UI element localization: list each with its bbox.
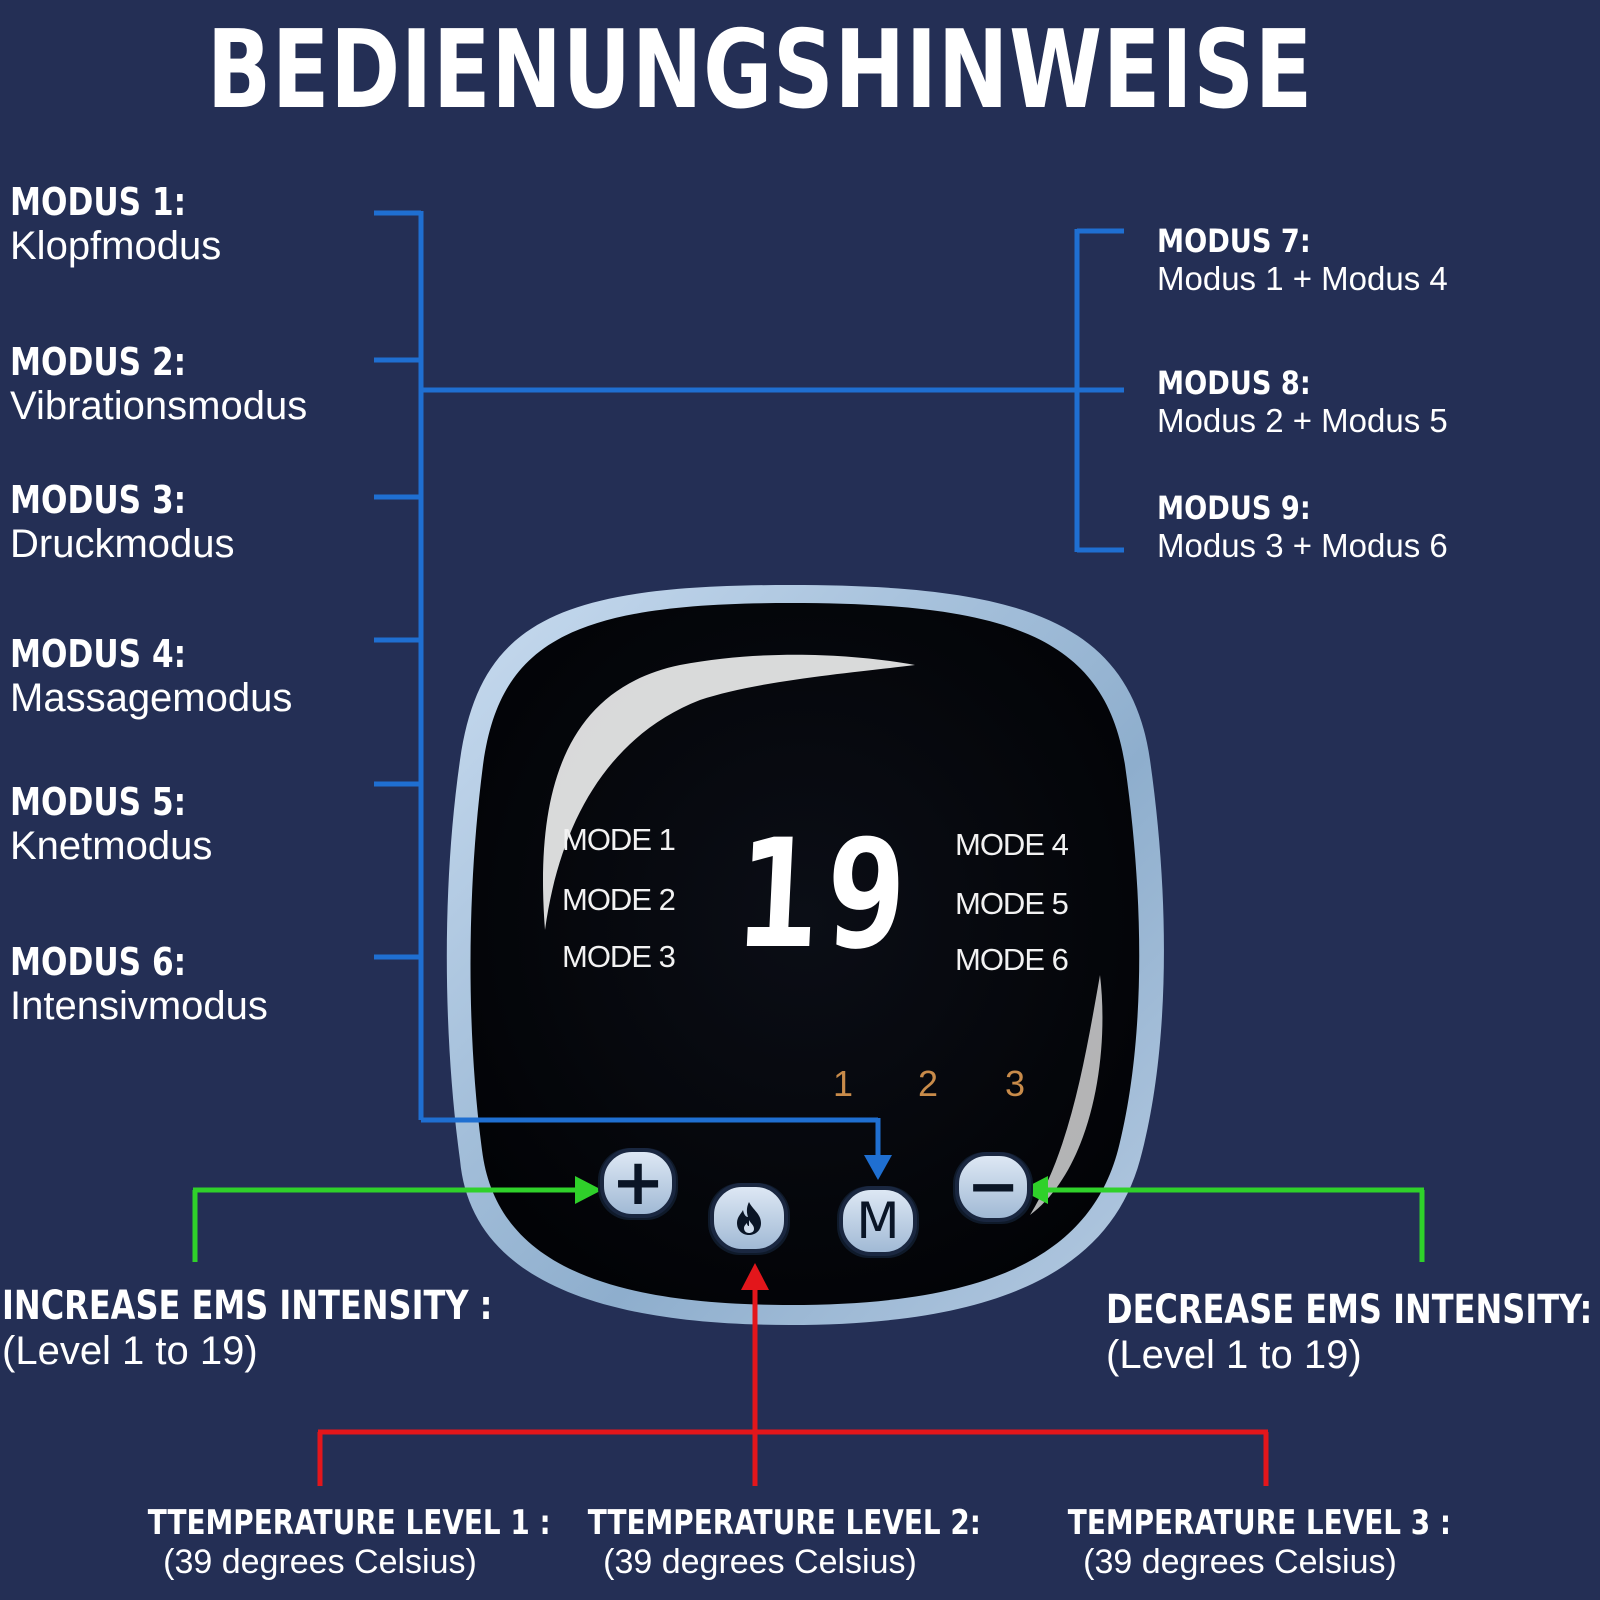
- increase-desc: (Level 1 to 19): [2, 1329, 258, 1373]
- left-modes-bracket: [374, 210, 1124, 1158]
- temperature-label: TTEMPERATURE LEVEL 1 :: [147, 1503, 551, 1543]
- lcd-mode-3: MODE 3: [562, 939, 676, 974]
- mode-8-entry: MODUS 8: Modus 2 + Modus 5: [1157, 364, 1448, 440]
- mode-6-entry: MODUS 6: Intensivmodus: [10, 940, 268, 1029]
- heat-icon: [737, 1202, 761, 1235]
- lcd-mode-1: MODE 1: [562, 822, 676, 857]
- temperature-2-info: TTEMPERATURE LEVEL 2: (39 degrees Celsiu…: [550, 1503, 981, 1582]
- page-title: BEDIENUNGSHINWEISE: [206, 8, 1314, 133]
- heat-level-3: 3: [1005, 1063, 1026, 1104]
- device-face: [470, 603, 1140, 1305]
- increase-arrowhead: [575, 1176, 602, 1204]
- plus-icon: +: [611, 1146, 665, 1220]
- temperature-desc: (39 degrees Celsius): [603, 1543, 917, 1581]
- button-shapes: [598, 1148, 1033, 1258]
- mode-button[interactable]: M: [841, 1188, 915, 1254]
- decrease-desc: (Level 1 to 19): [1106, 1333, 1362, 1377]
- intensity-display: 19: [732, 808, 918, 982]
- lcd-mode-5: MODE 5: [955, 886, 1069, 921]
- mode-label: MODUS 1:: [10, 180, 187, 224]
- temperature-desc: (39 degrees Celsius): [163, 1543, 477, 1581]
- heat-button[interactable]: [712, 1185, 786, 1251]
- heat-level-1: 1: [833, 1063, 854, 1104]
- mode-label: MODUS 7:: [1157, 222, 1311, 260]
- mode-label: MODUS 3:: [10, 478, 187, 522]
- minus-icon: −: [966, 1150, 1020, 1224]
- decrease-arrowhead: [1021, 1176, 1048, 1204]
- mode-arrowhead: [864, 1155, 892, 1180]
- mode-1-entry: MODUS 1: Klopfmodus: [10, 180, 225, 269]
- decrease-info: DECREASE EMS INTENSITY: (Level 1 to 19): [1106, 1287, 1600, 1378]
- mode-9-entry: MODUS 9: Modus 3 + Modus 6: [1157, 489, 1448, 565]
- mode-desc: Modus 2 + Modus 5: [1157, 402, 1448, 439]
- increase-info: INCREASE EMS INTENSITY : (Level 1 to 19): [2, 1283, 615, 1374]
- temperature-label: TEMPERATURE LEVEL 3 :: [1067, 1503, 1452, 1543]
- increase-button[interactable]: +: [602, 1150, 674, 1216]
- mode-label: MODUS 2:: [10, 340, 187, 384]
- lcd-mode-4: MODE 4: [955, 827, 1069, 862]
- mode-label: MODUS 6:: [10, 940, 187, 984]
- mode-desc: Modus 1 + Modus 4: [1157, 260, 1448, 297]
- mode-desc: Klopfmodus: [10, 224, 222, 268]
- decrease-connector: [1045, 1187, 1425, 1262]
- mode-label: MODUS 4:: [10, 632, 187, 676]
- decrease-button[interactable]: −: [957, 1154, 1029, 1220]
- mode-3-entry: MODUS 3: Druckmodus: [10, 478, 235, 567]
- lcd-mode-2: MODE 2: [562, 882, 676, 917]
- lcd-mode-6: MODE 6: [955, 942, 1069, 977]
- temperature-arrowhead: [741, 1263, 769, 1290]
- temperature-desc: (39 degrees Celsius): [1083, 1543, 1397, 1581]
- mode-label: MODUS 9:: [1157, 489, 1311, 527]
- mode-desc: Modus 3 + Modus 6: [1157, 527, 1448, 564]
- mode-desc: Massagemodus: [10, 676, 293, 720]
- mode-4-entry: MODUS 4: Massagemodus: [10, 632, 292, 721]
- temperature-label: TTEMPERATURE LEVEL 2:: [587, 1503, 981, 1543]
- temperature-3-info: TEMPERATURE LEVEL 3 : (39 degrees Celsiu…: [1030, 1503, 1452, 1582]
- mode-desc: Vibrationsmodus: [10, 384, 308, 428]
- mode-desc: Intensivmodus: [10, 984, 268, 1028]
- mode-desc: Knetmodus: [10, 824, 213, 868]
- mode-2-entry: MODUS 2: Vibrationsmodus: [10, 340, 307, 429]
- gloss-highlight-right: [1030, 975, 1103, 1215]
- mode-label: MODUS 8:: [1157, 364, 1311, 402]
- gloss-highlight: [543, 654, 915, 930]
- increase-label: INCREASE EMS INTENSITY :: [2, 1283, 493, 1329]
- mode-desc: Druckmodus: [10, 522, 235, 566]
- heat-level-2: 2: [918, 1063, 939, 1104]
- temperature-connector: [317, 1285, 1269, 1486]
- mode-7-entry: MODUS 7: Modus 1 + Modus 4: [1157, 222, 1448, 298]
- mode-button-label: M: [856, 1192, 900, 1250]
- mode-label: MODUS 5:: [10, 780, 187, 824]
- mode-5-entry: MODUS 5: Knetmodus: [10, 780, 225, 869]
- increase-connector: [192, 1187, 578, 1262]
- decrease-label: DECREASE EMS INTENSITY:: [1106, 1287, 1593, 1333]
- temperature-1-info: TTEMPERATURE LEVEL 1 : (39 degrees Celsi…: [110, 1503, 551, 1582]
